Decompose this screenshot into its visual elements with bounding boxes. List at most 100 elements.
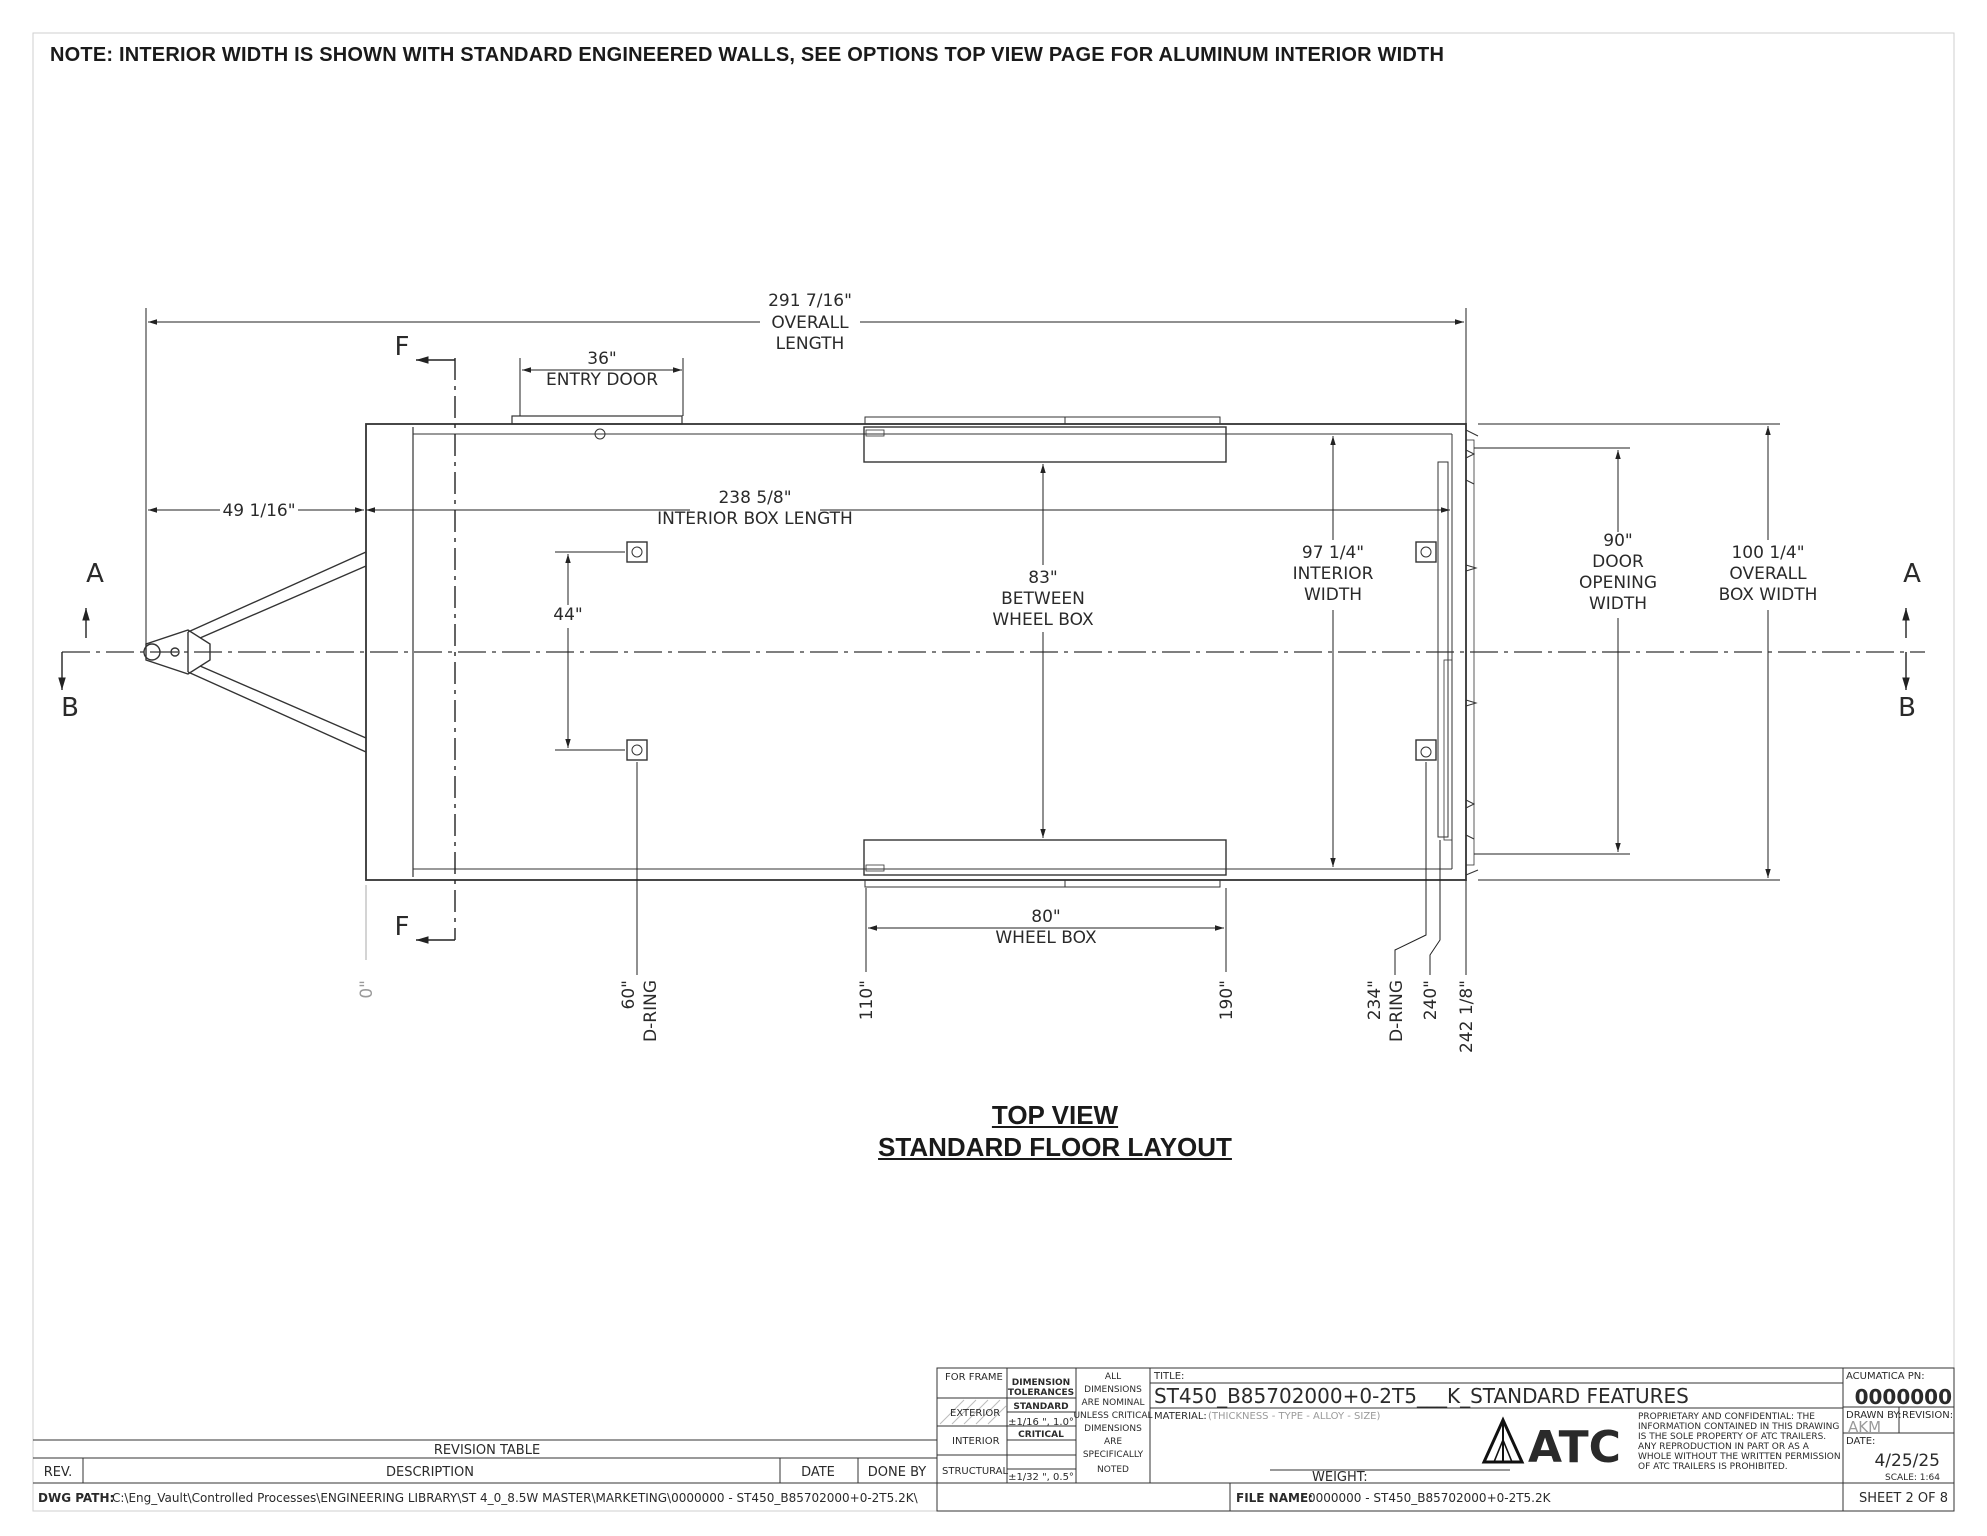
section-a-right: A (1903, 559, 1921, 589)
d-ring (626, 541, 648, 563)
overall-length-value: 291 7/16" (768, 291, 852, 311)
between-wheel-box-label-2: WHEEL BOX (992, 610, 1094, 630)
revision-label: REVISION: (1902, 1410, 1953, 1421)
wheel-box-label: WHEEL BOX (995, 928, 1097, 948)
critical-tolerance-label: CRITICAL (1018, 1430, 1064, 1440)
section-f-bottom: F (395, 912, 410, 942)
dim-tolerances-label-2: TOLERANCES (1008, 1388, 1074, 1398)
nominal-note-7: SPECIFICALLY (1083, 1450, 1144, 1460)
revision-table-title: REVISION TABLE (434, 1443, 540, 1458)
station-110: 110" (857, 980, 877, 1020)
proprietary-line-3: IS THE SOLE PROPERTY OF ATC TRAILERS. (1638, 1432, 1826, 1442)
station-190: 190" (1217, 980, 1237, 1020)
interior-label: INTERIOR (952, 1436, 1000, 1447)
entry-door-value: 36" (587, 349, 616, 369)
door-opening-label: DOOR (1592, 552, 1644, 572)
for-frame-label: FOR FRAME (945, 1372, 1003, 1383)
nominal-note-4: UNLESS CRITICAL (1073, 1411, 1152, 1421)
interior-width-label-2: WIDTH (1304, 585, 1362, 605)
wheel-box-value: 80" (1031, 907, 1060, 927)
sheet-border (32, 32, 1955, 1512)
nominal-note-8: NOTED (1097, 1465, 1129, 1475)
proprietary-line-6: OF ATC TRAILERS IS PROHIBITED. (1638, 1462, 1788, 1472)
tongue-length-value: 49 1/16" (222, 501, 295, 521)
nominal-note-2: DIMENSIONS (1084, 1385, 1142, 1395)
structural-label: STRUCTURAL (942, 1466, 1009, 1477)
station-242: 242 1/8" (1457, 980, 1477, 1053)
view-title: TOP VIEW (991, 1100, 1119, 1130)
atc-logo: ATC (1481, 1416, 1621, 1473)
title-block (33, 1367, 1955, 1512)
between-wheel-box-label: BETWEEN (1001, 589, 1085, 609)
svg-text:ATC: ATC (1528, 1422, 1621, 1473)
door-opening-value: 90" (1603, 531, 1632, 551)
d-ring (1415, 541, 1437, 563)
sheet-number: SHEET 2 OF 8 (1859, 1491, 1948, 1506)
entry-door-label: ENTRY DOOR (546, 370, 658, 390)
interior-box-length-value: 238 5/8" (718, 488, 791, 508)
drawn-by-label: DRAWN BY: (1846, 1410, 1902, 1421)
wheel-box-top (863, 426, 1227, 463)
wheel-box-bottom (863, 839, 1227, 876)
nominal-note-3: ARE NOMINAL (1081, 1398, 1144, 1408)
d-ring-spacing-value: 44" (553, 605, 582, 625)
trailer-top-view (62, 415, 1925, 888)
proprietary-line-5: WHOLE WITHOUT THE WRITTEN PERMISSION (1638, 1452, 1841, 1462)
exterior-label: EXTERIOR (950, 1408, 1000, 1419)
file-name-label: FILE NAME: (1236, 1491, 1313, 1505)
door-opening-label-3: WIDTH (1589, 594, 1647, 614)
overall-length-label: OVERALL (771, 313, 849, 333)
overall-length-label-2: LENGTH (776, 334, 845, 354)
drawing-note: NOTE: INTERIOR WIDTH IS SHOWN WITH STAND… (50, 44, 1445, 66)
section-b-right: B (1898, 693, 1916, 723)
title-label: TITLE: (1153, 1371, 1184, 1382)
date-value: 4/25/25 (1874, 1451, 1940, 1471)
overall-box-width-value: 100 1/4" (1731, 543, 1804, 563)
proprietary-line-2: INFORMATION CONTAINED IN THIS DRAWING (1638, 1422, 1839, 1432)
trailer-tongue (143, 551, 367, 753)
door-opening-label-2: OPENING (1579, 573, 1657, 593)
description-column: DESCRIPTION (386, 1465, 474, 1480)
proprietary-line-1: PROPRIETARY AND CONFIDENTIAL: THE (1638, 1412, 1815, 1422)
nominal-note-5: DIMENSIONS (1084, 1424, 1142, 1434)
station-60-label: D-RING (641, 980, 661, 1042)
rev-column: REV. (44, 1465, 73, 1480)
station-234-label: D-RING (1387, 980, 1407, 1042)
station-60: 60" (619, 980, 639, 1009)
nominal-note-6: ARE (1104, 1437, 1122, 1447)
section-b-left: B (61, 693, 79, 723)
standard-tolerance-label: STANDARD (1013, 1402, 1068, 1412)
interior-width-value: 97 1/4" (1302, 543, 1364, 563)
drawing-title: ST450_B85702000+0-2T5___K_STANDARD FEATU… (1154, 1384, 1689, 1408)
view-subtitle: STANDARD FLOOR LAYOUT (878, 1132, 1232, 1162)
nominal-note-1: ALL (1105, 1372, 1121, 1382)
d-ring (1415, 739, 1437, 761)
acumatica-label: ACUMATICA PN: (1846, 1371, 1925, 1382)
acumatica-pn: 0000000 (1855, 1385, 1952, 1409)
station-240: 240" (1421, 980, 1441, 1020)
dwg-path-value: C:\Eng_Vault\Controlled Processes\ENGINE… (112, 1491, 919, 1505)
section-a-left: A (86, 559, 104, 589)
d-ring (626, 739, 648, 761)
overall-box-width-label: OVERALL (1729, 564, 1807, 584)
interior-box-length-label: INTERIOR BOX LENGTH (657, 509, 853, 529)
station-0: 0" (357, 980, 377, 999)
date-label: DATE: (1846, 1436, 1875, 1447)
between-wheel-box-value: 83" (1028, 568, 1057, 588)
weight-label: WEIGHT: (1312, 1470, 1368, 1485)
overall-box-width-label-2: BOX WIDTH (1719, 585, 1818, 605)
file-name-value: 0000000 - ST450_B85702000+0-2T5.2K (1308, 1491, 1552, 1505)
interior-width-label: INTERIOR (1293, 564, 1374, 584)
proprietary-line-4: ANY REPRODUCTION IN PART OR AS A (1638, 1442, 1810, 1452)
standard-tolerance-value: ±1/16 ", 1.0° (1008, 1417, 1074, 1428)
dwg-path-label: DWG PATH: (38, 1491, 114, 1505)
dim-tolerances-label: DIMENSION (1012, 1378, 1070, 1388)
material-label: MATERIAL: (1154, 1411, 1207, 1422)
section-f-top: F (395, 332, 410, 362)
material-value: (THICKNESS - TYPE - ALLOY - SIZE) (1208, 1411, 1381, 1422)
station-234: 234" (1365, 980, 1385, 1020)
date-column: DATE (801, 1465, 835, 1480)
drawn-by-value: AKM (1848, 1418, 1881, 1436)
entry-door (511, 415, 683, 425)
